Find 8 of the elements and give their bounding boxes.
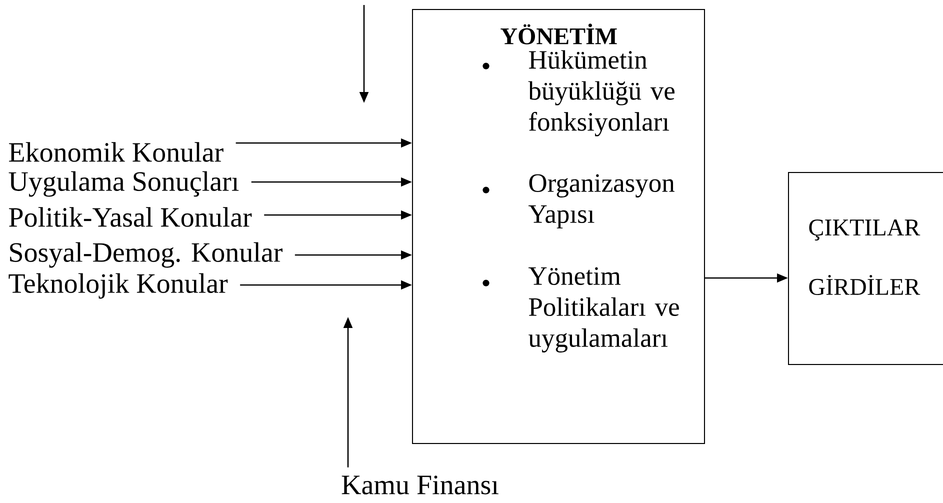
management-box: YÖNETİM Hükümetin büyüklüğü ve fonksiyonları Organizasyon Yapısı Yönetim Politikaları ve uygulamaları	[412, 9, 705, 444]
input-label: Uygulama Sonuçları	[8, 171, 239, 197]
input-label: Kamu Finansı	[342, 476, 498, 494]
input-label: Ekonomik Konular	[9, 142, 224, 162]
input-label: Sosyal-Demog. Konular	[10, 242, 282, 268]
output-box: ÇIKTILAR GİRDİLER	[788, 172, 943, 365]
input-label: Teknolojik Konular	[8, 273, 228, 299]
input-label: Politik-Yasal Konular	[9, 207, 252, 227]
